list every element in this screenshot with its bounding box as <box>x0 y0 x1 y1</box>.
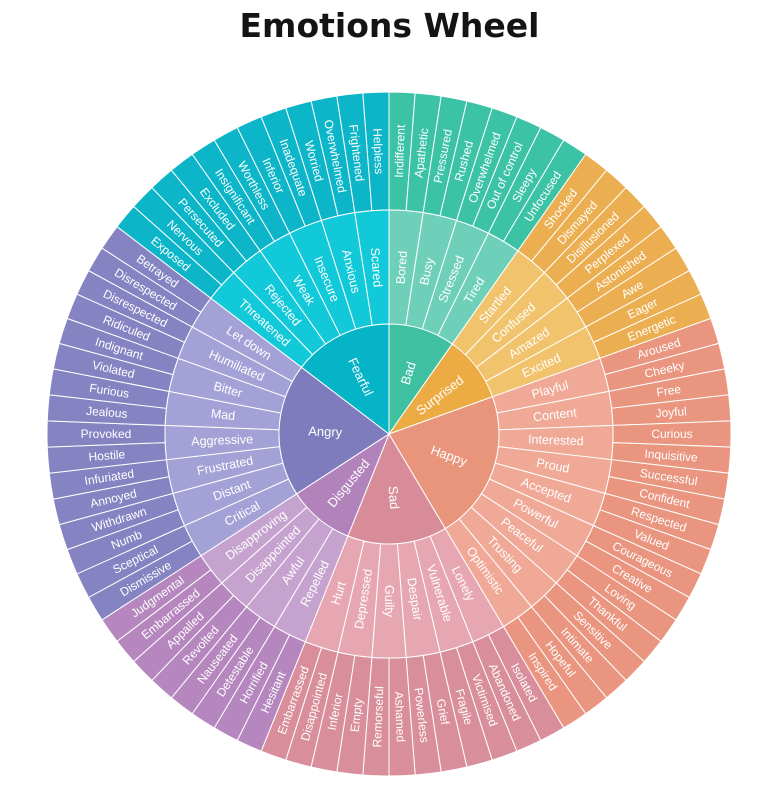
core-segment-sad <box>347 432 446 545</box>
emotion-label-content: Content <box>532 405 578 424</box>
emotion-label-hostile: Hostile <box>88 447 126 464</box>
emotion-label-powerless: Powerless <box>411 687 431 744</box>
emotion-label-remorseful: Remorseful <box>370 686 386 748</box>
emotion-label-ashamed: Ashamed <box>392 691 408 742</box>
emotion-label-provoked: Provoked <box>81 427 132 441</box>
emotion-label-aggressive: Aggressive <box>191 432 253 448</box>
core-segment-fearful <box>300 323 390 436</box>
page-title: Emotions Wheel <box>239 6 540 45</box>
core-segment-happy <box>388 396 500 530</box>
emotion-label-inferior: Inferior <box>325 692 346 731</box>
emotion-label-joyful: Joyful <box>655 404 687 420</box>
emotion-label-frightened: Frightened <box>346 124 366 183</box>
emotion-label-helpless: Helpless <box>370 128 386 175</box>
emotion-label-furious: Furious <box>88 381 130 401</box>
emotion-label-grief: Grief <box>434 698 453 727</box>
emotion-label-apathetic: Apathetic <box>412 127 432 178</box>
emotion-label-busy: Busy <box>417 256 437 287</box>
emotion-label-guilty: Guilty <box>382 585 396 618</box>
emotion-label-hurt: Hurt <box>328 579 349 606</box>
emotion-label-proud: Proud <box>535 456 570 476</box>
emotion-label-empty: Empty <box>348 697 366 732</box>
core-segment-angry <box>278 366 390 495</box>
core-label-sad: Sad <box>386 486 403 510</box>
emotion-label-bored: Bored <box>394 250 411 284</box>
emotion-label-inquisitive: Inquisitive <box>644 447 699 465</box>
core-label-bad: Bad <box>398 360 419 387</box>
core-label-angry: Angry <box>308 423 343 439</box>
emotion-label-mad: Mad <box>210 406 236 423</box>
emotion-label-scared: Scared <box>368 247 385 288</box>
emotion-label-interested: Interested <box>528 432 584 448</box>
emotion-label-free: Free <box>655 382 682 400</box>
emotion-label-curious: Curious <box>651 427 692 441</box>
emotion-label-despair: Despair <box>404 577 424 622</box>
emotion-label-indifferent: Indifferent <box>392 124 408 178</box>
emotion-label-jealous: Jealous <box>86 404 128 421</box>
